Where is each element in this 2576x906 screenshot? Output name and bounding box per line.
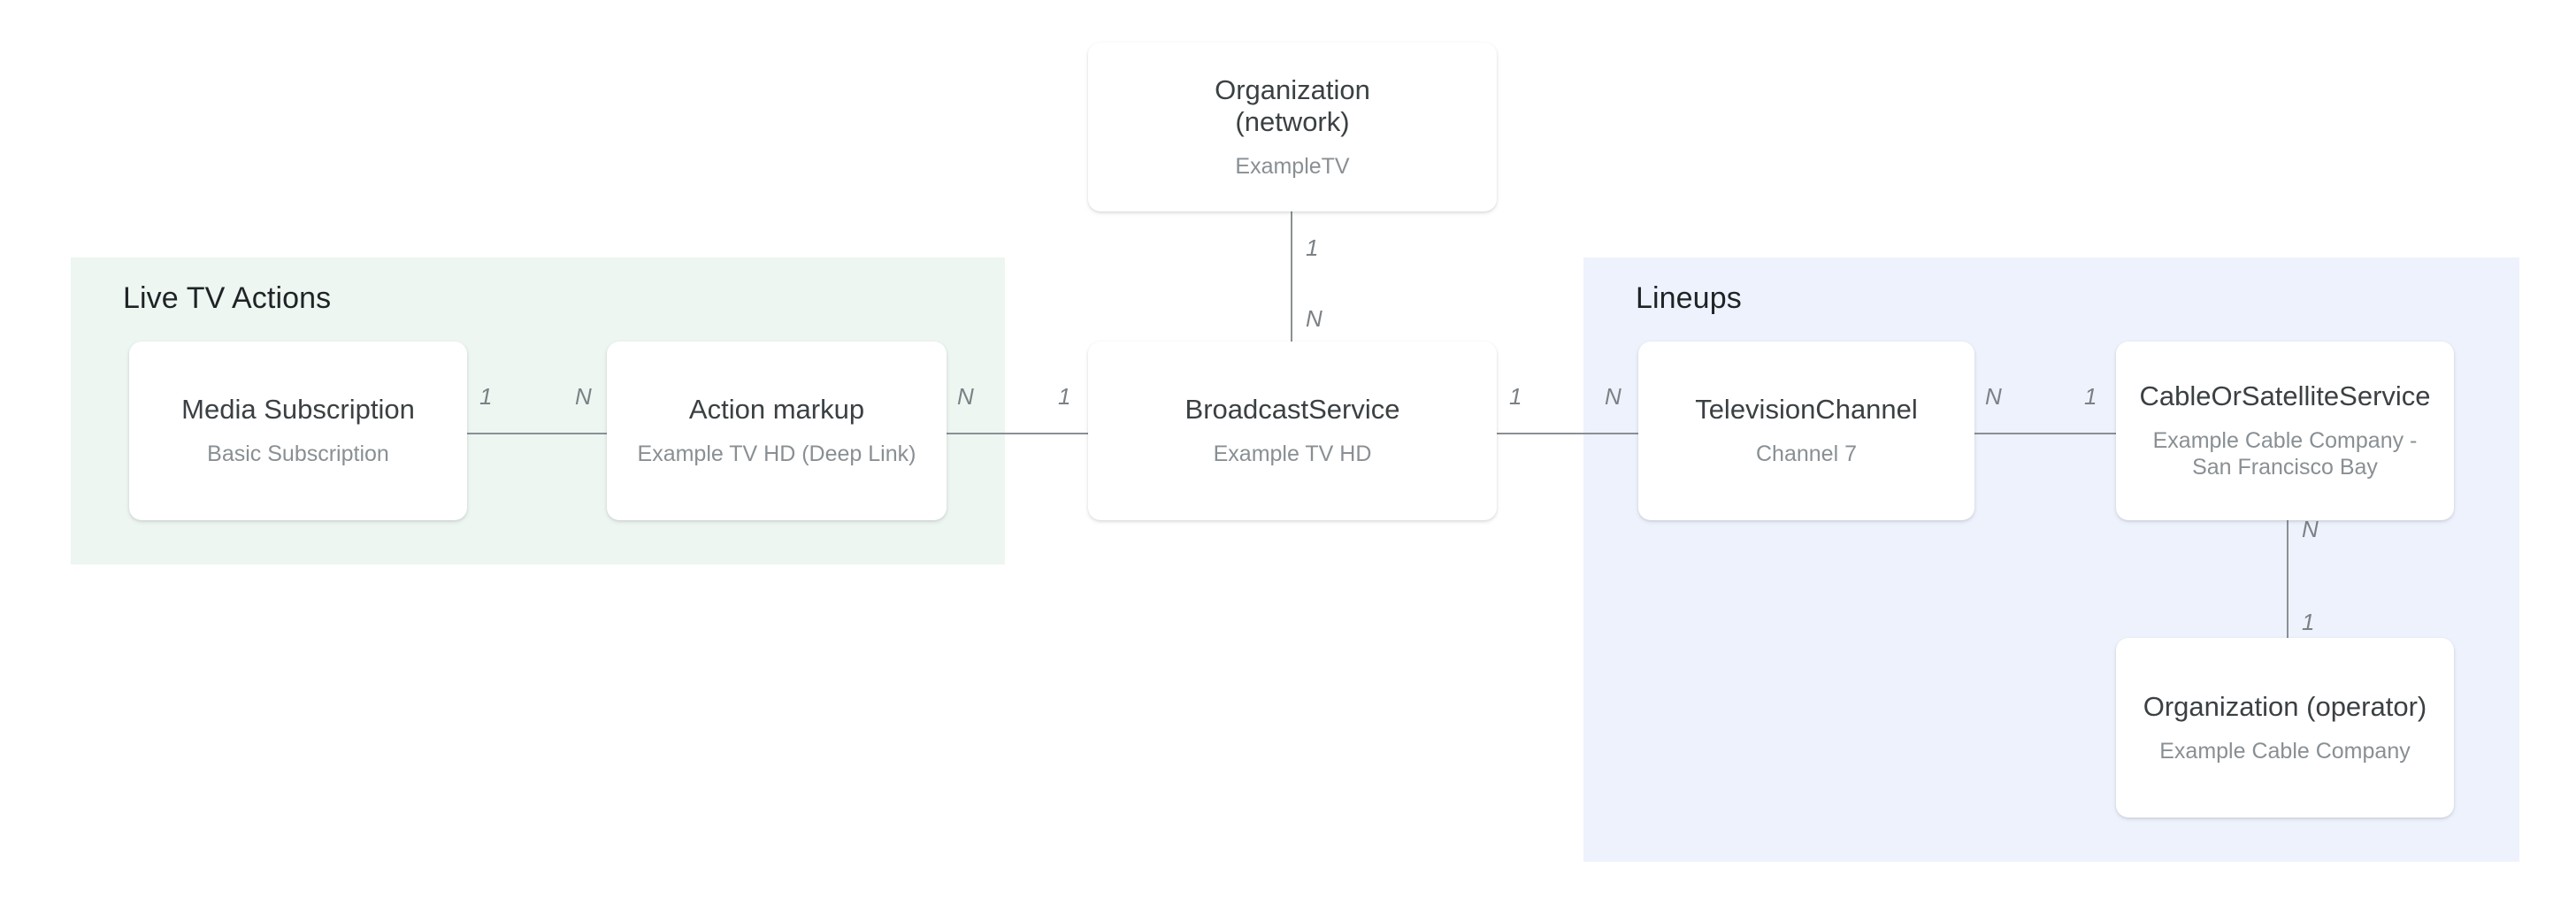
edge-label-organization-network-to: N [1306,305,1322,332]
edge-label-television-channel-from: N [1985,383,2002,410]
node-card-broadcast-service[interactable]: BroadcastService Example TV HD [1088,342,1497,520]
edge-label-cable-or-satellite-service-from: N [2302,516,2319,542]
edge-label-cable-or-satellite-service-to: 1 [2302,609,2315,635]
edge-label-organization-network-from: 1 [1306,234,1319,261]
node-title-media-subscription: Media Subscription [181,394,415,426]
edge-label-media-subscription-to: N [575,383,592,410]
edge-label-broadcast-service-from: 1 [1509,383,1522,410]
edge-label-media-subscription-from: 1 [479,383,493,410]
node-title-organization-network: Organization (network) [1215,73,1370,138]
node-subtitle-organization-network: ExampleTV [1235,153,1350,179]
node-card-organization-network[interactable]: Organization (network) ExampleTV [1088,42,1497,211]
group-title-lineups: Lineups [1636,281,1742,315]
edge-label-broadcast-service-to: N [1605,383,1622,410]
connector-action-markup-to-broadcast-service [947,433,1088,434]
node-subtitle-cable-or-satellite-service: Example Cable Company - San Francisco Ba… [2152,427,2418,480]
group-title-live-tv-actions: Live TV Actions [123,281,332,315]
node-subtitle-television-channel: Channel 7 [1756,441,1857,467]
node-title-organization-operator: Organization (operator) [2143,690,2427,722]
node-title-action-markup: Action markup [688,394,865,426]
connector-television-channel-to-cable-or-satellite-service [1974,433,2116,434]
node-card-organization-operator[interactable]: Organization (operator) Example Cable Co… [2116,638,2454,818]
node-subtitle-broadcast-service: Example TV HD [1213,441,1372,467]
node-subtitle-organization-operator: Example Cable Company [2159,738,2411,764]
node-title-television-channel: TelevisionChannel [1695,394,1918,426]
node-title-cable-or-satellite-service: CableOrSatelliteService [2139,380,2431,412]
node-title-broadcast-service: BroadcastService [1184,394,1400,426]
edge-label-action-markup-from: N [957,383,974,410]
node-subtitle-media-subscription: Basic Subscription [207,441,389,467]
node-card-television-channel[interactable]: TelevisionChannel Channel 7 [1638,342,1974,520]
node-card-cable-or-satellite-service[interactable]: CableOrSatelliteService Example Cable Co… [2116,342,2454,520]
node-card-action-markup[interactable]: Action markup Example TV HD (Deep Link) [607,342,947,520]
edge-label-action-markup-to: 1 [1058,383,1071,410]
connector-cable-or-satellite-service-to-organization-operator [2287,511,2288,638]
edge-label-television-channel-to: 1 [2084,383,2097,410]
connector-media-subscription-to-action-markup [467,433,607,434]
connector-organization-network-to-broadcast-service [1291,211,1292,342]
connector-broadcast-service-to-television-channel [1497,433,1638,434]
node-card-media-subscription[interactable]: Media Subscription Basic Subscription [129,342,467,520]
node-subtitle-action-markup: Example TV HD (Deep Link) [637,441,916,467]
